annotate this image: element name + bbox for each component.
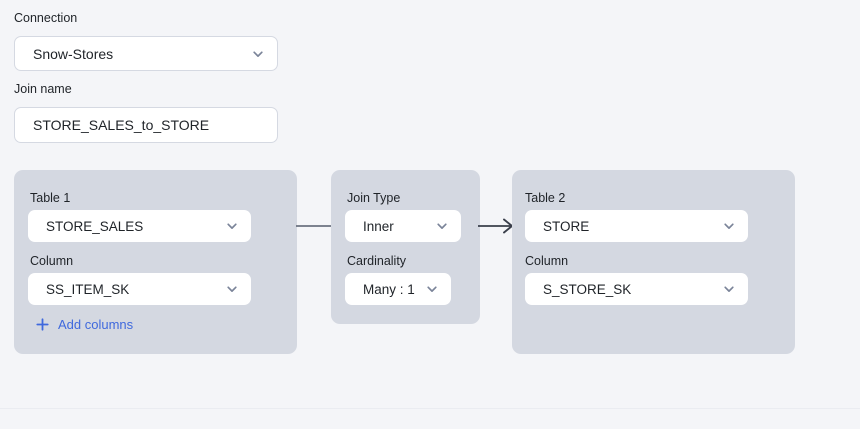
arrow-right-icon [478,212,516,240]
join-name-value: STORE_SALES_to_STORE [33,117,210,133]
connection-select[interactable]: Snow-Stores [14,36,278,71]
table2-column-select[interactable]: S_STORE_SK [525,273,748,305]
plus-icon [36,318,49,331]
cardinality-value: Many : 1 [363,281,415,297]
table1-column-select[interactable]: SS_ITEM_SK [28,273,251,305]
table2-title: Table 2 [525,191,566,205]
connection-value: Snow-Stores [33,45,114,62]
join-type-title: Join Type [347,191,401,205]
chevron-down-icon [722,219,736,233]
chevron-down-icon [425,282,439,296]
table1-column-value: SS_ITEM_SK [46,281,130,297]
table1-card: Table 1 STORE_SALES Column SS_ITEM_SK [14,170,297,354]
table2-card: Table 2 STORE Column S_STORE_SK [512,170,795,354]
table2-column-value: S_STORE_SK [543,281,632,297]
join-type-card: Join Type Inner Cardinality Many : 1 [331,170,480,324]
join-type-value: Inner [363,218,394,234]
join-name-label: Join name [14,82,72,96]
cardinality-label: Cardinality [347,254,407,268]
cardinality-select[interactable]: Many : 1 [345,273,451,305]
add-columns-button[interactable]: Add columns [36,317,133,332]
chevron-down-icon [435,219,449,233]
table1-title: Table 1 [30,191,71,205]
chevron-down-icon [251,47,265,61]
connector-line-left [296,218,334,234]
bottom-divider [0,408,860,409]
table1-table-select[interactable]: STORE_SALES [28,210,251,242]
chevron-down-icon [225,282,239,296]
add-columns-label: Add columns [58,317,134,332]
table2-column-label: Column [525,254,569,268]
table2-table-select[interactable]: STORE [525,210,748,242]
table1-table-value: STORE_SALES [46,218,144,234]
join-type-select[interactable]: Inner [345,210,461,242]
chevron-down-icon [225,219,239,233]
connection-label: Connection [14,11,78,25]
table1-column-label: Column [30,254,74,268]
join-name-input[interactable]: STORE_SALES_to_STORE [14,107,278,143]
table2-table-value: STORE [543,218,590,234]
chevron-down-icon [722,282,736,296]
